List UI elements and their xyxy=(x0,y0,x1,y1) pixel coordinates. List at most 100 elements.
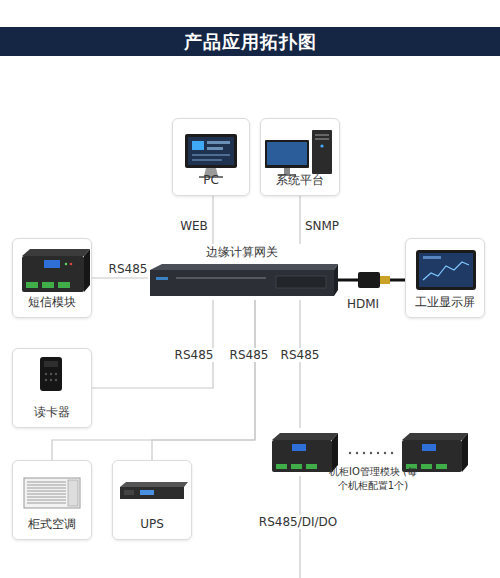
screen-chart xyxy=(423,262,469,280)
keypad-key xyxy=(55,379,57,381)
hdmi-cable xyxy=(336,279,405,282)
signal-label: RS485/DI/DO xyxy=(257,515,339,529)
bus-connector xyxy=(299,300,300,428)
air-conditioner-icon xyxy=(24,478,80,508)
sms-module-box: 短信模块 xyxy=(12,238,92,318)
gateway-front xyxy=(150,270,334,296)
node-label: 短信模块 xyxy=(13,295,91,311)
display-frame xyxy=(416,250,476,290)
node-label: UPS xyxy=(113,517,191,533)
plug-body xyxy=(358,272,380,288)
io-module-node: 机柜IO管理模块 (每个机柜配置1个) xyxy=(268,428,474,496)
ups-box: UPS xyxy=(112,460,192,540)
reader-body xyxy=(40,357,62,391)
server-platform-icon xyxy=(265,130,332,176)
keypad-key xyxy=(50,373,52,375)
card-reader-box: 读卡器 xyxy=(12,348,92,428)
screen-widget xyxy=(192,154,230,156)
plug-tip xyxy=(380,276,390,284)
connector-label: HDMI xyxy=(345,297,381,311)
reader-window xyxy=(44,361,58,367)
device-top xyxy=(22,249,90,256)
bus-connector xyxy=(92,300,213,388)
io-module-icon xyxy=(272,433,338,472)
screen-widget xyxy=(207,147,223,150)
connector-label: RS485 xyxy=(279,348,322,362)
connector-label: RS485 xyxy=(228,348,271,362)
screen-widget xyxy=(423,256,441,259)
device-body xyxy=(22,256,84,292)
platform-box: 系统平台 xyxy=(260,118,340,196)
device-side xyxy=(84,249,90,292)
bus-connector xyxy=(299,196,300,244)
node-label: 读卡器 xyxy=(13,405,91,421)
display-box: 工业显示屏 xyxy=(405,238,485,318)
gateway-side xyxy=(334,264,338,296)
pc-monitor-icon xyxy=(185,134,237,178)
ups-body xyxy=(120,487,184,499)
connector-label: RS485 xyxy=(173,348,216,362)
terminal-block xyxy=(42,282,54,288)
ac-body xyxy=(24,478,80,508)
bus-connector xyxy=(212,196,213,244)
bus-connector xyxy=(92,277,148,278)
gateway-panel-strip xyxy=(176,277,266,279)
card-reader-icon xyxy=(40,357,62,391)
screen-widget xyxy=(192,159,222,161)
ups-panel xyxy=(124,490,134,495)
pc-box: PC xyxy=(172,118,250,196)
drive-bay xyxy=(315,134,329,136)
keypad-key xyxy=(45,379,47,381)
title-banner: 产品应用拓扑图 xyxy=(0,27,500,56)
keypad-key xyxy=(55,373,57,375)
screen-widget xyxy=(207,141,230,144)
monitor-body xyxy=(265,140,309,168)
node-label: 工业显示屏 xyxy=(406,295,484,311)
ups-display xyxy=(140,490,154,495)
terminal-block xyxy=(26,282,38,288)
connector-label: WEB xyxy=(178,219,210,233)
display-screen xyxy=(419,253,473,287)
screen-widget xyxy=(192,141,204,150)
device-display xyxy=(44,260,60,268)
node-label: 系统平台 xyxy=(261,173,339,189)
connector-label: SNMP xyxy=(303,219,341,233)
ups-icon xyxy=(120,482,188,499)
keypad-key xyxy=(45,373,47,375)
power-led xyxy=(320,144,323,147)
monitor-body xyxy=(185,134,237,168)
node-label: PC xyxy=(173,173,249,189)
terminal-block xyxy=(58,282,70,288)
monitor-stand xyxy=(284,168,290,174)
ellipsis-dots xyxy=(349,452,393,454)
industrial-display-icon xyxy=(416,250,476,290)
ac-vent-grille xyxy=(27,482,66,503)
gateway-port-panel xyxy=(276,276,326,288)
node-label: 边缘计算网关 xyxy=(148,245,336,261)
ups-top xyxy=(120,482,188,487)
bus-connector xyxy=(152,300,255,460)
hdmi-plug-icon xyxy=(358,272,390,288)
monitor-screen xyxy=(267,142,307,165)
drive-bay xyxy=(315,138,329,140)
gateway-logo xyxy=(156,277,168,280)
monitor-screen xyxy=(188,137,234,165)
tower-case xyxy=(312,130,332,174)
gateway-device-icon xyxy=(150,264,338,296)
gateway-node: 边缘计算网关 xyxy=(148,244,336,300)
gateway-top xyxy=(150,264,338,270)
connector-label: RS485 xyxy=(107,262,150,276)
node-label: 柜式空调 xyxy=(13,517,91,533)
status-led xyxy=(65,263,68,266)
ac-control-panel xyxy=(68,480,78,506)
bus-connector xyxy=(52,300,255,460)
air-conditioner-box: 柜式空调 xyxy=(12,460,92,540)
node-label: 机柜IO管理模块 (每个机柜配置1个) xyxy=(326,465,420,492)
diagram-title: 产品应用拓扑图 xyxy=(184,30,317,54)
status-led xyxy=(70,263,73,266)
